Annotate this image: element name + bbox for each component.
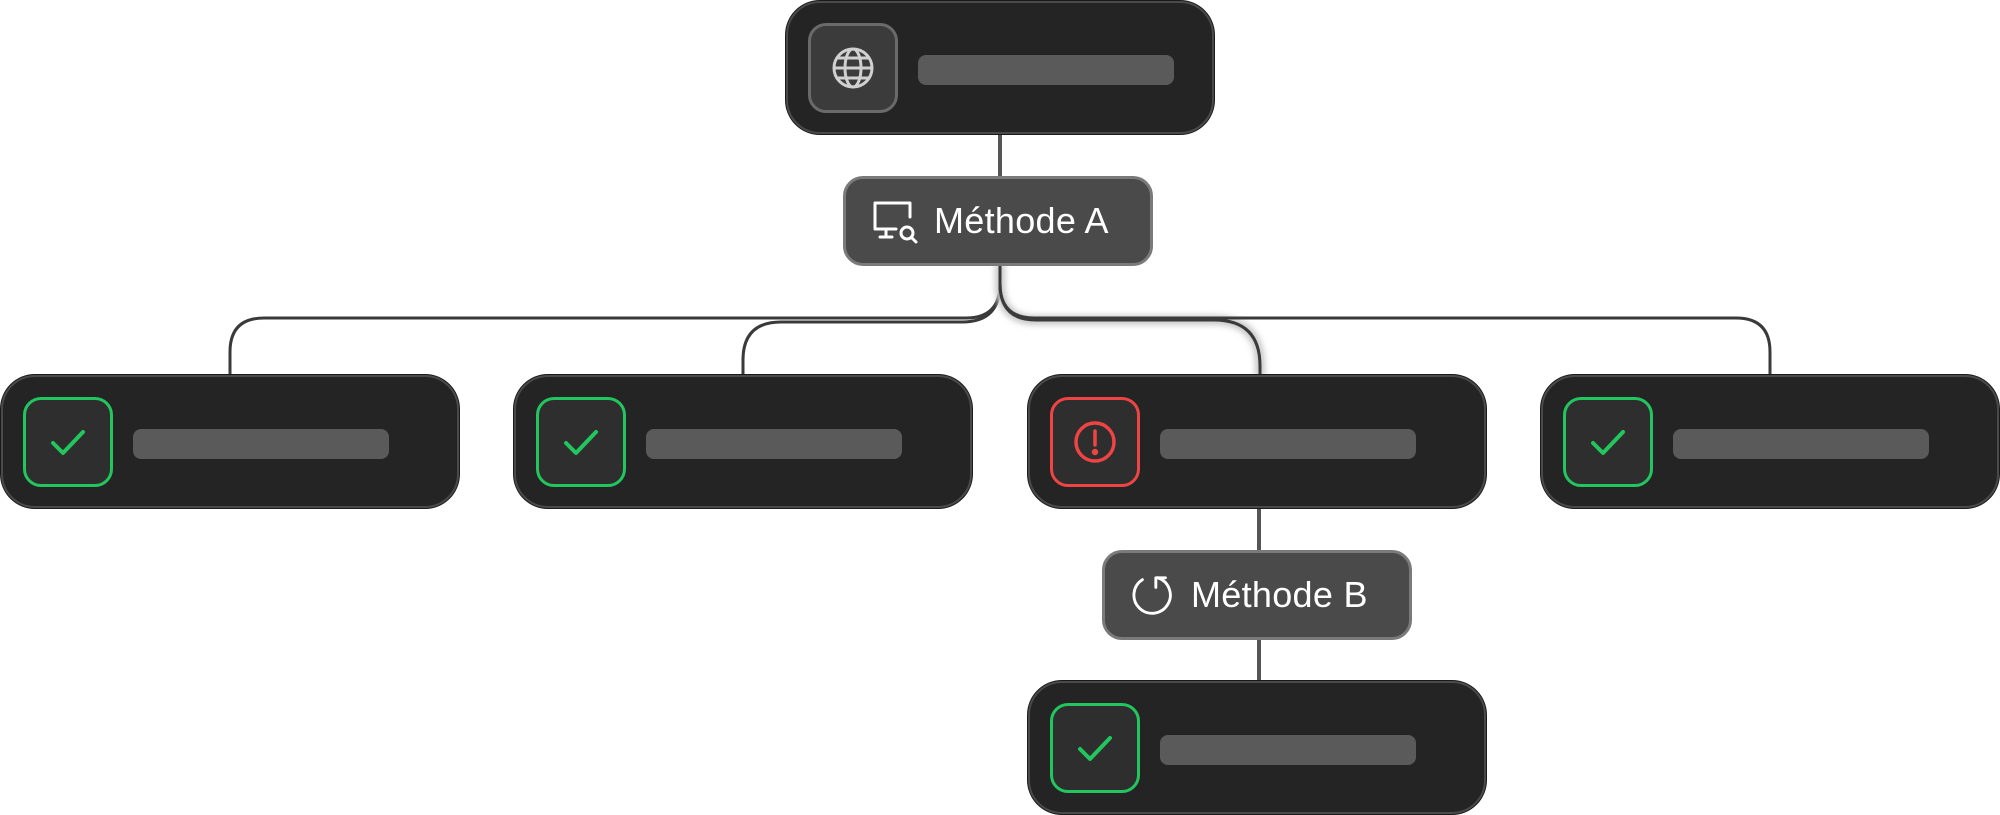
result-card-3-error	[1028, 375, 1486, 508]
result-card-2	[514, 375, 972, 508]
method-a-label: Méthode A	[934, 200, 1109, 241]
placeholder-bar	[133, 429, 389, 459]
method-b-label: Méthode B	[1191, 574, 1368, 615]
placeholder-bar	[1673, 429, 1929, 459]
retry-icon	[1132, 576, 1172, 615]
root-card	[786, 1, 1214, 134]
check-icon	[1563, 397, 1653, 487]
placeholder-bar	[1160, 735, 1416, 765]
globe-icon	[808, 23, 898, 113]
retry-result-card	[1028, 681, 1486, 814]
check-icon	[1050, 703, 1140, 793]
check-icon	[536, 397, 626, 487]
placeholder-bar	[1160, 429, 1416, 459]
placeholder-bar	[646, 429, 902, 459]
check-icon	[23, 397, 113, 487]
alert-icon	[1050, 397, 1140, 487]
placeholder-bar	[918, 55, 1174, 85]
method-a-button[interactable]: Méthode A	[843, 176, 1153, 266]
monitor-search-icon	[873, 201, 918, 244]
method-b-button[interactable]: Méthode B	[1102, 550, 1412, 640]
result-card-4	[1541, 375, 1999, 508]
result-card-1	[1, 375, 459, 508]
